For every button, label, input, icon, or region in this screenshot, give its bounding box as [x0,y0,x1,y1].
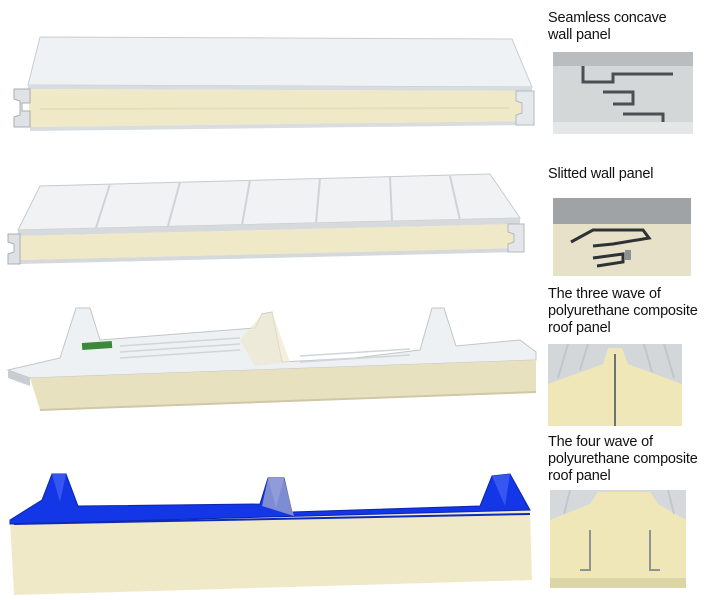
caption-line: wall panel [548,27,611,43]
seamless-wall-panel-image [13,36,535,131]
caption-line: polyurethane composite [548,451,698,467]
caption-line: Slitted wall panel [548,166,654,182]
caption-line: roof panel [548,468,611,484]
slitted-joint-detail-image [553,198,691,276]
seamless-panel-caption: Seamless concave wall panel [548,10,726,44]
slitted-wall-panel-image [7,173,525,265]
four-wave-roof-panel-image [9,473,532,595]
seamless-joint-detail-image [553,52,693,134]
four-wave-joint-detail-image [550,490,686,588]
caption-line: roof panel [548,320,611,336]
slitted-panel-caption: Slitted wall panel [548,166,726,183]
three-wave-joint-detail-image [548,344,682,426]
caption-line: The four wave of [548,434,653,450]
caption-line: polyurethane composite [548,303,698,319]
caption-line: Seamless concave [548,10,667,26]
four-wave-caption: The four wave of polyurethane composite … [548,434,726,485]
caption-line: The three wave of [548,286,661,302]
three-wave-caption: The three wave of polyurethane composite… [548,286,726,337]
three-wave-roof-panel-image [6,307,537,411]
